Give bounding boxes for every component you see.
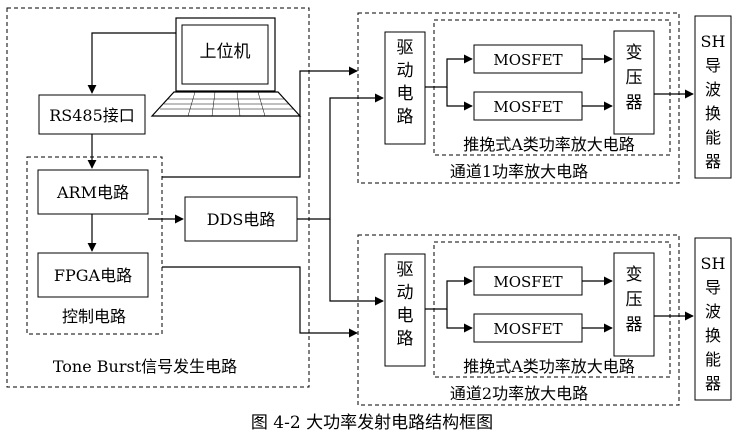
channel1-transducer-box [694, 15, 732, 179]
channel1-group: 通道1功率放大电路驱动电路推挽式A类功率放大电路MOSFETMOSFET变压器S… [357, 12, 732, 184]
channel2-mosfet-bottom-label: MOSFET [493, 320, 562, 338]
arrow-dds-to-driver1 [297, 93, 384, 220]
generator-title: Tone Burst信号发生电路 [53, 357, 237, 376]
channel2-transformer-char: 变 [626, 265, 643, 285]
arm-box [37, 169, 149, 215]
channel2-mosfet-bottom-box [473, 313, 583, 343]
channel1-transformer-char: 压 [626, 68, 643, 88]
channel1-mosfet-top-label: MOSFET [493, 51, 562, 69]
arm-label: ARM电路 [56, 183, 129, 202]
arrow-dds-to-driver2 [329, 219, 384, 306]
channel2-transducer-char: 导 [705, 278, 721, 297]
arrow-arm-to-channel1 [162, 66, 358, 178]
host-pc-label: 上位机 [200, 42, 251, 62]
channel2-transducer-char: SH [701, 254, 726, 273]
channel1-transducer-char: 能 [705, 128, 721, 147]
rs485-label: RS485接口 [49, 106, 135, 125]
channel2-transducer-box [694, 237, 732, 401]
channel2-driver-char: 路 [397, 329, 414, 349]
channel1-transducer-char: 器 [705, 152, 721, 171]
channel2-transducer-char: 波 [705, 302, 721, 321]
channel2-transformer-char: 压 [626, 290, 643, 310]
channel1-transformer-char: 器 [626, 93, 643, 113]
channel2-transformer-box [613, 252, 655, 357]
channel2-pushpull-title: 推挽式A类功率放大电路 [463, 357, 635, 376]
channel1-title: 通道1功率放大电路 [450, 162, 588, 181]
fpga-box [37, 252, 149, 298]
arrow-fpga-to-channel2 [162, 266, 358, 338]
dds-label: DDS电路 [207, 210, 276, 229]
channel1-driver-char: 驱 [397, 38, 414, 58]
channel2-driver-char: 电 [397, 306, 414, 326]
channel2-driver-char: 驱 [397, 260, 414, 280]
channel1-arrow-driver-to-mosfet-bottom [446, 87, 473, 111]
laptop-icon [150, 17, 302, 117]
channel1-driver-box [384, 31, 426, 145]
channel2-title: 通道2功率放大电路 [450, 384, 588, 403]
channel1-transformer-char: 变 [626, 43, 643, 63]
channel2-transducer-char: 能 [705, 350, 721, 369]
channel1-pushpull-title: 推挽式A类功率放大电路 [463, 135, 635, 154]
channel1-transducer-char: 换 [705, 104, 721, 123]
channel2-frame [357, 234, 680, 406]
generator-frame [6, 7, 310, 388]
channel1-mosfet-bottom-box [473, 91, 583, 121]
channel1-transformer-box [613, 30, 655, 135]
channel2-transducer-char: 器 [705, 374, 721, 393]
fpga-label: FPGA电路 [54, 266, 132, 285]
rs485-box [38, 94, 146, 135]
channel1-mosfet-top-box [473, 44, 583, 74]
channel1-driver-char: 电 [397, 84, 414, 104]
channel1-transducer-char: 波 [705, 80, 721, 99]
control-title: 控制电路 [62, 307, 126, 326]
channel1-arrow-driver-to-mosfet-top [425, 54, 473, 88]
channel2-arrow-driver-to-mosfet-bottom [446, 309, 473, 333]
channel1-frame [357, 12, 680, 184]
channel2-driver-char: 动 [397, 283, 414, 303]
channel2-transformer-char: 器 [626, 315, 643, 335]
control-frame [26, 156, 163, 335]
channel2-mosfet-top-label: MOSFET [493, 273, 562, 291]
channel1-driver-char: 路 [397, 107, 414, 127]
channel1-transducer-char: 导 [705, 56, 721, 75]
channel2-mosfet-top-box [473, 266, 583, 296]
channel2-transducer-char: 换 [705, 326, 721, 345]
channel1-mosfet-bottom-label: MOSFET [493, 98, 562, 116]
arrow-pc-to-rs485 [87, 32, 176, 94]
channel1-driver-char: 动 [397, 61, 414, 81]
channel2-group: 通道2功率放大电路驱动电路推挽式A类功率放大电路MOSFETMOSFET变压器S… [357, 234, 732, 406]
figure-caption: 图 4-2 大功率发射电路结构框图 [251, 413, 493, 433]
channel2-driver-box [384, 253, 426, 367]
channel2-arrow-driver-to-mosfet-top [425, 276, 473, 310]
channel1-transducer-char: SH [701, 32, 726, 51]
